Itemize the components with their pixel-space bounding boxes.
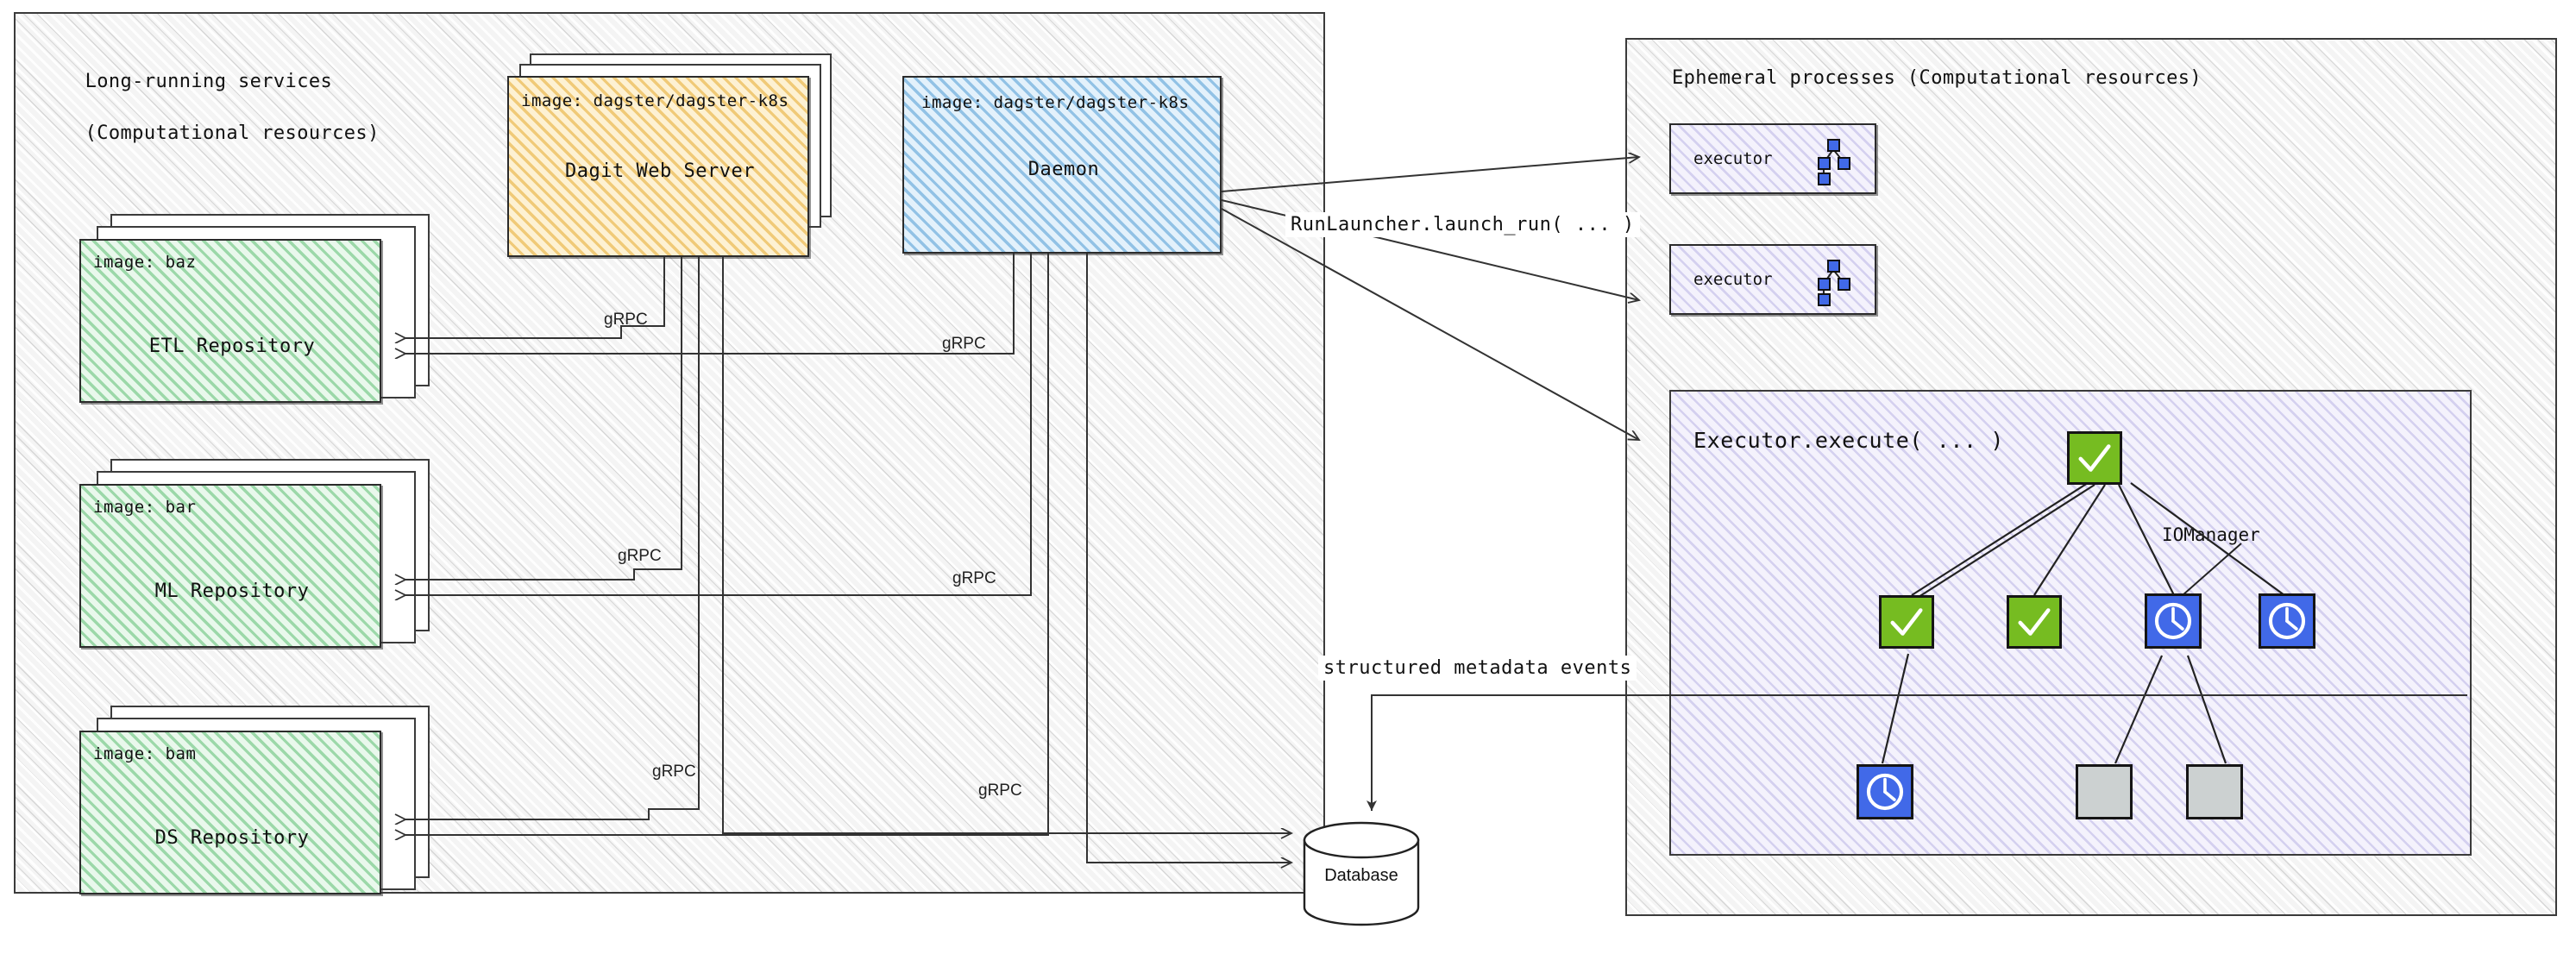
dag-node-3[interactable] — [2145, 593, 2202, 649]
database-cylinder[interactable]: Database — [1301, 821, 1422, 928]
iomanager-label: IOManager — [2162, 524, 2260, 545]
dag-graph-icon — [1818, 260, 1850, 306]
repo-image-label-ml: image: bar — [93, 498, 197, 517]
metadata-events-edge-label: structured metadata events — [1318, 656, 1637, 681]
clock-icon — [2268, 602, 2306, 640]
daemon-image-label: image: dagster/dagster-k8s — [921, 93, 1190, 112]
daemon-card[interactable]: image: dagster/dagster-k8s Daemon — [902, 76, 1222, 254]
database-label: Database — [1324, 866, 1398, 885]
repo-title-etl: ETL Repository — [148, 336, 316, 357]
repo-image-label-ds: image: bam — [93, 744, 197, 763]
dag-graph-icon — [1818, 139, 1850, 185]
dag-node-7[interactable] — [2186, 764, 2243, 819]
repository-card-etl[interactable]: image: baz ETL Repository — [79, 239, 381, 403]
check-icon — [2018, 608, 2051, 636]
ephemeral-processes-label: Ephemeral processes (Computational resou… — [1672, 67, 2202, 89]
executor-label-2: executor — [1693, 270, 1773, 289]
clock-icon — [1866, 773, 1904, 811]
repository-card-ml[interactable]: image: bar ML Repository — [79, 484, 381, 648]
dagit-web-server-card[interactable]: image: dagster/dagster-k8s Dagit Web Ser… — [507, 76, 809, 257]
daemon-title: Daemon — [1027, 159, 1100, 180]
dag-node-1[interactable] — [1879, 595, 1934, 649]
grpc-label-5: gRPC — [652, 763, 696, 781]
grpc-label-1: gRPC — [604, 311, 648, 329]
run-launcher-edge-label: RunLauncher.launch_run( ... ) — [1285, 212, 1640, 237]
repo-image-label-etl: image: baz — [93, 253, 197, 272]
grpc-label-3: gRPC — [618, 547, 662, 565]
repository-card-ds[interactable]: image: bam DS Repository — [79, 731, 381, 894]
dag-node-6[interactable] — [2076, 764, 2133, 819]
dagit-title: Dagit Web Server — [565, 160, 755, 182]
clock-icon — [2154, 602, 2192, 640]
executor-label-1: executor — [1693, 149, 1773, 168]
services-label-line1: Long-running services — [85, 71, 333, 92]
executor-card-1[interactable]: executor — [1669, 123, 1876, 194]
services-label-line2: (Computational resources) — [85, 122, 380, 144]
dag-node-4[interactable] — [2259, 593, 2315, 649]
long-running-services-label: Long-running services (Computational res… — [38, 43, 380, 173]
dag-node-root[interactable] — [2067, 431, 2122, 485]
check-icon — [2078, 444, 2111, 472]
grpc-label-4: gRPC — [952, 569, 996, 587]
executor-card-2[interactable]: executor — [1669, 244, 1876, 315]
executor-execute-label: Executor.execute( ... ) — [1693, 428, 2004, 453]
grpc-label-2: gRPC — [942, 335, 986, 353]
grpc-label-6: gRPC — [978, 781, 1022, 800]
dag-node-5[interactable] — [1857, 764, 1913, 819]
dag-node-2[interactable] — [2007, 595, 2062, 649]
check-icon — [1890, 608, 1923, 636]
repo-title-ml: ML Repository — [154, 581, 310, 602]
dagit-image-label: image: dagster/dagster-k8s — [521, 91, 789, 110]
repo-title-ds: DS Repository — [154, 827, 310, 849]
